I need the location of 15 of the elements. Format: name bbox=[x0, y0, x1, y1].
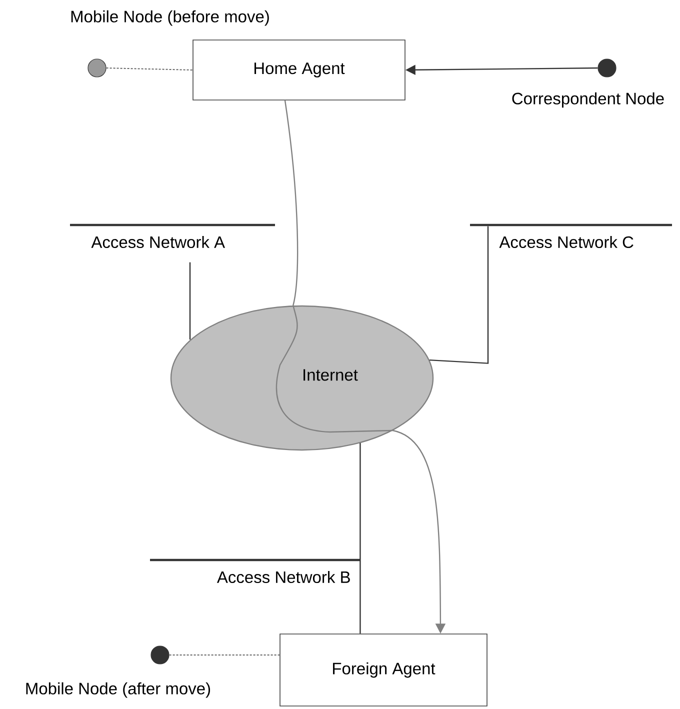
connector bbox=[189, 262, 191, 340]
agent-box: Foreign Agent bbox=[280, 634, 488, 706]
network-label: Access Network C bbox=[499, 236, 634, 248]
agent-box: Home Agent bbox=[192, 40, 406, 100]
node-label: Correspondent Node bbox=[512, 92, 664, 108]
connector bbox=[284, 100, 298, 306]
connector bbox=[168, 654, 280, 656]
node-label: Mobile Node (before move) bbox=[71, 10, 269, 26]
network-label: Access Network B bbox=[216, 570, 350, 584]
connector bbox=[360, 443, 361, 560]
connector bbox=[106, 68, 194, 70]
connector bbox=[360, 560, 361, 634]
network-label: Access Network A bbox=[91, 236, 226, 248]
connector bbox=[430, 226, 489, 364]
node-label: Mobile Node (after move) bbox=[26, 682, 210, 698]
